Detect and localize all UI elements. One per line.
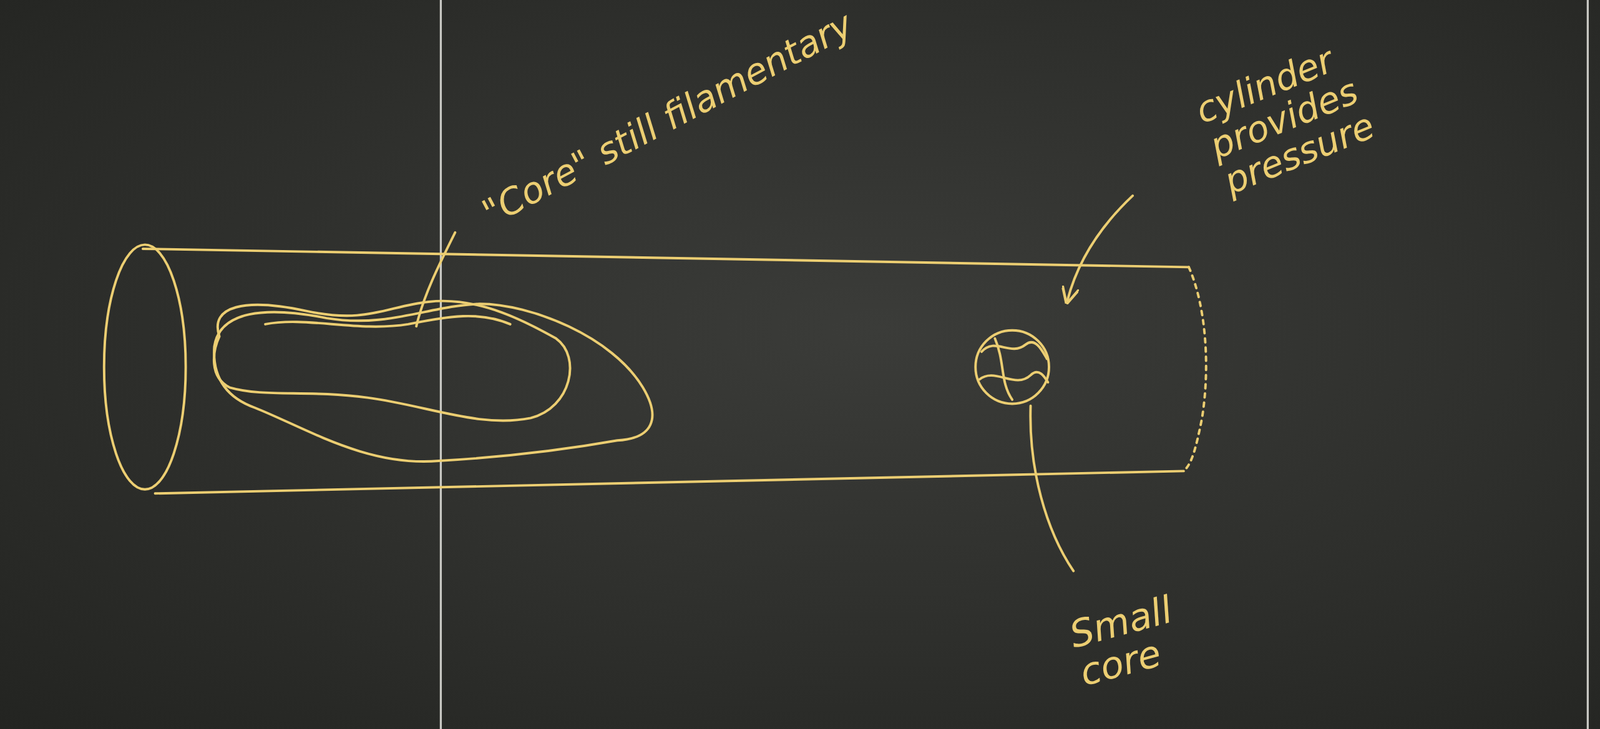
- small-core-filament: [994, 338, 1013, 400]
- board-seam: [1586, 0, 1589, 729]
- leader-line: [1067, 195, 1133, 301]
- board-seam: [439, 0, 442, 729]
- chalk-label: "Core" still filamentary: [476, 4, 860, 233]
- leader-line: [1030, 406, 1074, 572]
- filament-core: [265, 316, 510, 327]
- small-core-filament: [981, 342, 1048, 360]
- small-core: [975, 330, 1049, 405]
- leader-line: [416, 232, 455, 327]
- cylinder-end: [104, 244, 186, 490]
- filament-core: [214, 303, 653, 462]
- cylinder-far-end: [1183, 267, 1207, 472]
- cylinder-bottom: [155, 471, 1184, 494]
- small-core-filament: [979, 372, 1049, 383]
- chalk-label: cylinder provides pressure: [1190, 17, 1425, 201]
- chalk-label: Small core: [1065, 579, 1225, 693]
- cylinder-top: [142, 248, 1189, 268]
